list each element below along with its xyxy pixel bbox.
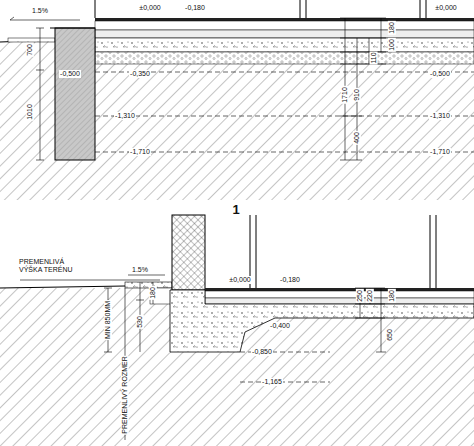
level-label: -0,180 xyxy=(279,276,301,284)
dimension-text: 400 xyxy=(353,131,361,145)
dimension-text: PREMENLIVÝ ROZMER xyxy=(121,355,129,434)
level-label: 1.5% xyxy=(131,266,149,274)
dimension-text: MIN 850MM xyxy=(104,300,112,340)
level-label: -1,310 xyxy=(429,112,451,120)
dimension-text: 100 xyxy=(388,38,396,52)
level-label: -1,710 xyxy=(429,148,451,156)
level-label: -1,165 xyxy=(261,378,283,386)
level-label: -0,180 xyxy=(184,4,206,12)
level-label: -0,500 xyxy=(59,70,81,78)
dimension-text: 1710 xyxy=(341,86,349,104)
level-label: -0,500 xyxy=(429,70,451,78)
level-label: PREMENLIVÁ VÝŠKA TERÉNU xyxy=(18,258,82,274)
section-mark: 1 xyxy=(231,203,240,217)
level-label: ±0,000 xyxy=(434,4,457,12)
level-label: ±0,000 xyxy=(228,276,251,284)
level-label: 1.5% xyxy=(31,7,49,15)
dimension-text: 220 xyxy=(366,289,374,303)
level-label: ±0,000 xyxy=(138,4,161,12)
dimension-text: 910 xyxy=(353,88,361,102)
dimension-text: 180 xyxy=(149,286,157,300)
level-label: -1,710 xyxy=(129,148,151,156)
dimension-text: 180 xyxy=(388,21,396,35)
level-label: -1,310 xyxy=(114,112,136,120)
dimension-text: 250 xyxy=(356,289,364,303)
level-label: -0,850 xyxy=(251,348,273,356)
level-label: -0,350 xyxy=(129,70,151,78)
dimension-text: 1010 xyxy=(26,103,34,121)
dimension-text: 530 xyxy=(136,315,144,329)
level-label: -0,400 xyxy=(269,322,291,330)
dimension-text: 700 xyxy=(26,43,34,57)
dimension-text: 110 xyxy=(370,51,378,64)
dimension-text: 650 xyxy=(386,328,394,342)
dimension-text: 180 xyxy=(388,289,396,303)
